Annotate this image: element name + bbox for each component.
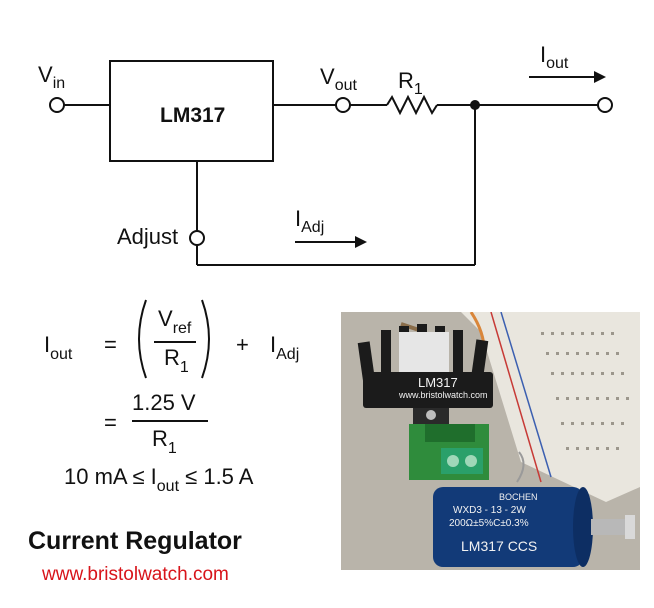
- eq3-sub: out: [156, 478, 180, 495]
- eq1-equals: =: [104, 332, 117, 357]
- adjust-terminal: [189, 230, 205, 246]
- iout-sub: out: [546, 55, 569, 72]
- iadj-sub: Adj: [301, 219, 325, 236]
- adjust-label: Adjust: [117, 224, 179, 249]
- eq3-post: ≤ 1.5 A: [179, 464, 254, 489]
- eq1-den-main: R: [164, 345, 180, 370]
- iadj-label: IAdj: [295, 206, 324, 236]
- eq3-pre: 10 mA ≤ I: [64, 464, 157, 489]
- iout-label: Iout: [540, 42, 568, 72]
- iadj-main: I: [295, 206, 302, 231]
- pot-spec: 200Ω±5%C±0.3%: [449, 518, 529, 529]
- vin-sub: in: [52, 75, 66, 92]
- junction-dot: [470, 100, 480, 110]
- iout-main: I: [540, 42, 547, 67]
- r1-sub: 1: [413, 81, 423, 98]
- eq1-rhs-sub: Adj: [276, 346, 300, 363]
- pot-label: LM317 CCS: [461, 538, 538, 554]
- potentiometer-body: [433, 487, 583, 567]
- pot-model: WXD3 - 13 - 2W: [453, 505, 526, 516]
- r1-resistor: [386, 94, 438, 116]
- eq1-parentheses: [138, 299, 210, 379]
- pot-brand: BOCHEN: [499, 492, 538, 502]
- potentiometer-shaft: [591, 519, 627, 535]
- photo-illustration: [341, 312, 640, 570]
- chip-label: LM317: [160, 104, 226, 127]
- heatsink-label: LM317: [418, 375, 458, 390]
- eq1-den-sub: 1: [179, 359, 189, 376]
- eq1-rhs: IAdj: [270, 332, 299, 363]
- eq2-fraction-bar: [132, 420, 208, 422]
- vout-label: Vout: [320, 64, 357, 94]
- page-title: Current Regulator: [28, 527, 242, 555]
- vout-terminal: [335, 97, 351, 113]
- website-link[interactable]: www.bristolwatch.com: [42, 564, 229, 585]
- eq1-rhs-main: I: [270, 332, 277, 357]
- r1-label: R1: [398, 68, 423, 98]
- eq1-num-sub: ref: [172, 320, 192, 337]
- r1-main: R: [398, 68, 414, 93]
- vout-main: V: [320, 64, 335, 89]
- eq1-lhs-sub: out: [50, 346, 73, 363]
- eq1-numerator: Vref: [158, 306, 191, 337]
- vout-sub: out: [334, 77, 357, 94]
- eq1-denominator: R1: [164, 345, 189, 376]
- eq2-den-sub: 1: [167, 440, 177, 457]
- eq1-lhs-main: I: [44, 332, 51, 357]
- eq2-equals: =: [104, 410, 117, 435]
- eq3-range: 10 mA ≤ Iout ≤ 1.5 A: [64, 464, 254, 495]
- vin-label: Vin: [38, 62, 65, 92]
- vin-main: V: [38, 62, 53, 87]
- heatsink-url: www.bristolwatch.com: [399, 390, 488, 400]
- eq2-numerator: 1.25 V: [132, 390, 196, 415]
- eq2-denominator: R1: [152, 426, 177, 457]
- vin-terminal: [49, 97, 65, 113]
- eq1-num-main: V: [158, 306, 173, 331]
- circuit-schematic: [49, 60, 613, 266]
- iout-terminal: [597, 97, 613, 113]
- eq2-den-main: R: [152, 426, 168, 451]
- eq1-lhs: Iout: [44, 332, 72, 363]
- lm317-box: [109, 60, 274, 162]
- product-photo: LM317 www.bristolwatch.com BOCHEN WXD3 -…: [341, 312, 640, 570]
- eq1-plus: +: [236, 332, 249, 357]
